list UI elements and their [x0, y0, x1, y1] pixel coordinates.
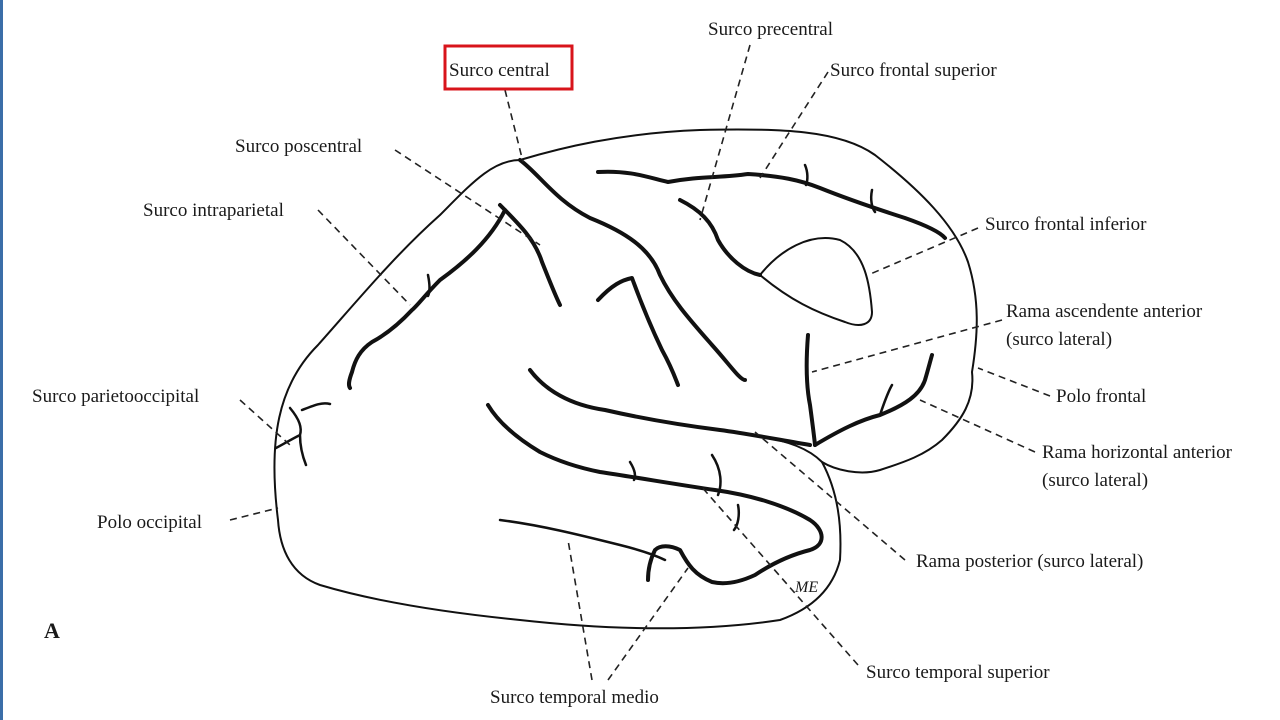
label-surco-frontal-inferior: Surco frontal inferior: [985, 214, 1147, 235]
label-surco-parietooccipital: Surco parietooccipital: [32, 386, 199, 407]
leader-polo-occipital: [229, 507, 279, 521]
leader-rama-horizontal: [919, 399, 1036, 453]
sulcus-lateral: [528, 368, 812, 447]
label-polo-occipital: Polo occipital: [97, 512, 202, 533]
sulcus-poscentral: [498, 203, 562, 307]
leader-surco-frontal-inferior: [867, 227, 979, 276]
label-rama-ascendente-line1: Rama ascendente anterior: [1006, 301, 1203, 322]
sulcus-frontal-superior: [596, 169, 947, 240]
ramus-horizontal-branch: [878, 383, 894, 417]
label-rama-horizontal-line1: Rama horizontal anterior: [1042, 442, 1233, 463]
sulcus-intraparietal: [346, 208, 507, 390]
ramus-horizontal: [813, 353, 934, 447]
sulcus-frontal-superior-branch: [803, 163, 809, 187]
label-surco-intraparietal: Surco intraparietal: [143, 200, 284, 221]
label-rama-posterior: Rama posterior (surco lateral): [916, 551, 1143, 572]
leader-surco-frontal-superior: [759, 71, 829, 179]
label-surco-temporal-medio: Surco temporal medio: [490, 687, 659, 708]
sulcus-precentral: [678, 198, 762, 277]
sulcus-intraparietal-branch: [426, 273, 431, 298]
leader-surco-poscentral: [394, 149, 541, 246]
sulcus-temporal-medio: [498, 518, 667, 562]
artist-signature: ME: [794, 579, 818, 596]
leader-surco-temporal-medio-1: [567, 539, 593, 681]
leader-surco-temporal-medio-2: [607, 567, 689, 681]
leader-rama-posterior: [754, 431, 906, 561]
label-surco-central: Surco central: [449, 60, 550, 81]
label-surco-poscentral: Surco poscentral: [235, 136, 362, 157]
brain-outline: [273, 128, 978, 630]
ramus-ascending: [804, 333, 817, 447]
panel-label: A: [44, 618, 60, 643]
sulcus-temporal-superior: [486, 403, 824, 586]
label-rama-ascendente-line2: (surco lateral): [1006, 329, 1112, 350]
sulcus-temporal-superior-branch: [628, 453, 741, 532]
label-surco-frontal-superior: Surco frontal superior: [830, 60, 997, 81]
sulcus-parietooccipital: [274, 402, 332, 467]
label-surco-precentral: Surco precentral: [708, 19, 833, 40]
left-edge-bar: [0, 0, 3, 720]
sulcus-central: [518, 158, 747, 382]
label-rama-horizontal-line2: (surco lateral): [1042, 470, 1148, 491]
highlight-box: [443, 44, 574, 91]
sulcus-frontal-superior-branch-2: [869, 188, 877, 214]
leader-surco-central: [504, 89, 524, 163]
leader-polo-frontal: [977, 367, 1051, 397]
label-surco-temporal-superior: Surco temporal superior: [866, 662, 1050, 683]
leader-surco-temporal-superior: [699, 484, 859, 666]
inferior-frontal-loop: [759, 237, 873, 326]
leader-rama-ascendente: [811, 319, 1003, 373]
sulcus-poscentral-branch: [596, 276, 680, 387]
label-polo-frontal: Polo frontal: [1056, 386, 1146, 407]
leader-surco-precentral: [699, 44, 751, 221]
leader-surco-intraparietal: [317, 209, 411, 306]
